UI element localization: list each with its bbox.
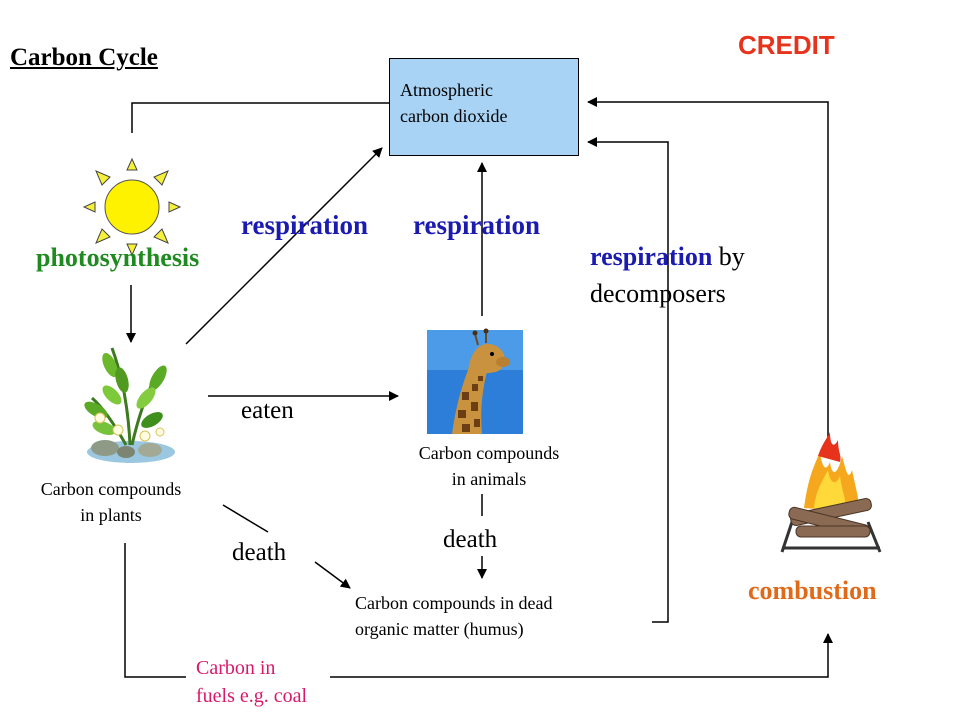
eaten-label: eaten xyxy=(241,397,294,424)
plant-death-arrow xyxy=(314,561,351,589)
animal-respiration-label: respiration xyxy=(413,210,540,240)
page-title: Carbon Cycle xyxy=(10,44,158,71)
decomposer-respiration-path xyxy=(587,137,669,623)
decomposer-respiration-word: respiration xyxy=(590,242,713,271)
decomposer-by-word: by xyxy=(712,242,745,271)
credit-label[interactable]: CREDIT xyxy=(738,30,835,60)
photosynthesis-label: photosynthesis xyxy=(36,243,200,272)
dead-matter-line1: Carbon compounds in dead xyxy=(355,593,553,613)
fuels-path-left xyxy=(124,543,186,678)
dead-matter-line2: organic matter (humus) xyxy=(355,619,524,639)
plant-respiration-arrow xyxy=(185,147,383,345)
atmosphere-label-line1: Atmospheric xyxy=(400,80,493,100)
plants-line1: Carbon compounds xyxy=(40,479,182,499)
sun-icon xyxy=(82,157,182,257)
combustion-label: combustion xyxy=(748,576,877,605)
plant-death-line xyxy=(222,504,269,533)
animals-line2: in animals xyxy=(451,469,527,489)
fuels-path-right xyxy=(330,633,833,678)
campfire-icon xyxy=(780,432,882,553)
decomposers-word: decomposers xyxy=(590,279,726,308)
animals-node-label: Carbon compounds in animals xyxy=(382,440,596,492)
giraffe-icon xyxy=(427,328,523,434)
animal-death-label: death xyxy=(443,526,498,553)
fuels-line2: fuels e.g. coal xyxy=(196,685,308,707)
atmosphere-label-line2: carbon dioxide xyxy=(400,106,508,126)
dead-matter-node-label: Carbon compounds in dead organic matter … xyxy=(355,590,552,642)
photosynthesis-path xyxy=(131,102,389,133)
plant-death-label: death xyxy=(232,539,287,566)
plants-line2: in plants xyxy=(80,505,142,525)
plants-node-label: Carbon compounds in plants xyxy=(12,476,210,528)
combustion-path xyxy=(587,97,829,440)
fuels-node-label: Carbon in fuels e.g. coal xyxy=(196,654,307,710)
atmospheric-co2-box: Atmospheric carbon dioxide xyxy=(389,58,579,156)
animals-line1: Carbon compounds xyxy=(418,443,560,463)
decomposer-respiration-label: respiration by decomposers xyxy=(590,238,745,312)
plant-respiration-label: respiration xyxy=(241,210,368,240)
plant-icon xyxy=(84,347,175,463)
fuels-line1: Carbon in xyxy=(196,657,276,679)
